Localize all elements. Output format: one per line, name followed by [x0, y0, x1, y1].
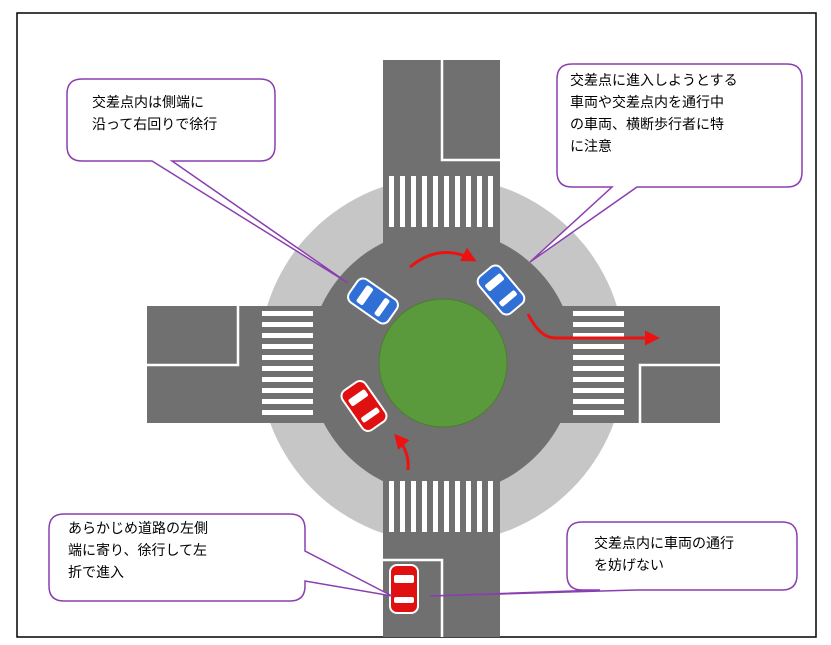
car-red-icon — [389, 564, 419, 614]
arrow-icon — [409, 247, 477, 269]
callout-bubble-bottom-left — [48, 513, 393, 602]
callout-text-bottom-left: あらかじめ道路の左側 端に寄り、徐行して左 折で進入 — [68, 521, 208, 581]
arrow-icon — [526, 313, 660, 346]
callout-bubble-bottom-right — [429, 521, 798, 597]
arrow-icon — [394, 433, 410, 471]
callout-text-top-right: 交差点に進入しようとする 車両や交差点内を通行中 の車両、横断歩行者に特 に注意 — [570, 73, 738, 155]
callouts — [48, 63, 803, 602]
callout-text-bottom-right: 交差点内に車両の通行 を妨げない — [594, 536, 734, 574]
callout-bubble-top-left — [66, 78, 349, 284]
arrows — [394, 247, 660, 471]
cars — [340, 264, 526, 614]
callout-text-top-left: 交差点内は側端に 沿って右回りで徐行 — [92, 95, 218, 133]
car-blue-icon — [347, 277, 399, 325]
callout-bubble-top-right — [529, 63, 803, 263]
crosswalk-east — [570, 306, 626, 423]
lane-markings — [147, 60, 720, 637]
car-blue-icon — [476, 264, 526, 316]
car-red-icon — [340, 380, 388, 432]
central-island — [378, 298, 508, 428]
crosswalk-south — [383, 479, 499, 535]
crosswalk-west — [259, 306, 315, 423]
crosswalks — [259, 174, 626, 535]
crosswalk-north — [383, 174, 499, 230]
